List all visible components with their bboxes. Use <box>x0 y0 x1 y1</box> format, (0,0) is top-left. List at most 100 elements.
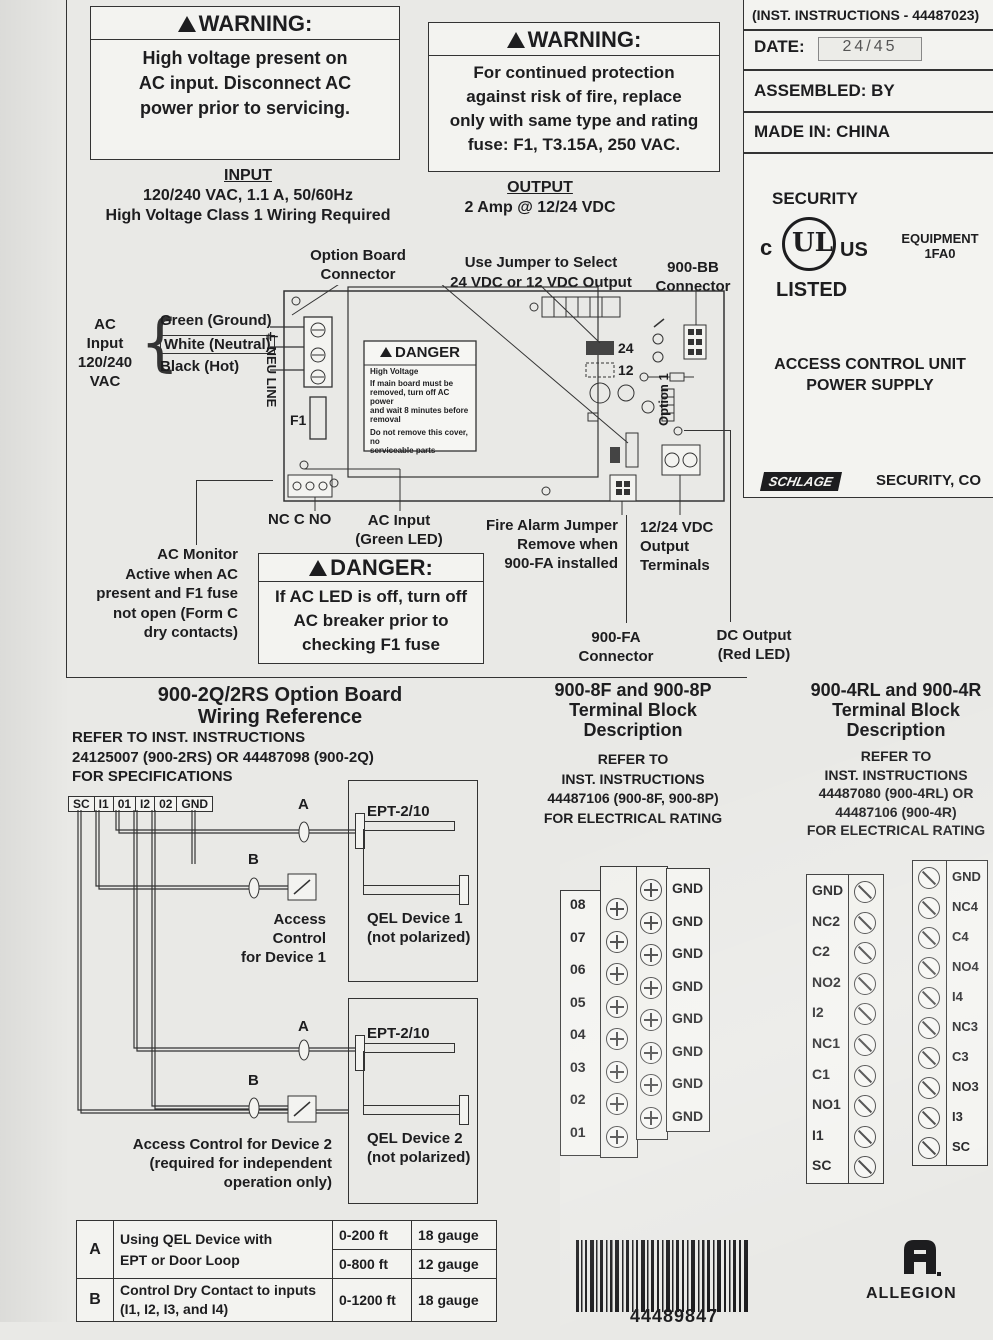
block-4rl-right-label: NC4 <box>952 899 979 914</box>
board-panel-frame <box>66 0 747 678</box>
terminal-screw-icon <box>606 898 628 920</box>
voltage-24-label: 24 <box>618 340 634 356</box>
option-board-wiring-diagram <box>77 810 358 1123</box>
terminal-screw-icon <box>918 987 940 1009</box>
qel-device2-label: QEL Device 2 (not polarized) <box>367 1130 471 1166</box>
block-4rl-right-label: NO3 <box>952 1079 979 1094</box>
block-8f-right-label: GND <box>672 880 704 896</box>
block-8f-left-label: 02 <box>570 1091 586 1107</box>
block-8f-left-label: 04 <box>570 1026 586 1042</box>
ac-input-label: AC Input 120/240 VAC <box>77 316 133 390</box>
terminal-screw-icon <box>918 957 940 979</box>
warning-text: For continued protection against risk of… <box>449 63 699 154</box>
terminal-screw-icon <box>918 1017 940 1039</box>
danger-title: DANGER: <box>259 554 483 582</box>
terminal-screw-icon <box>606 963 628 985</box>
block-8f-right-label: GND <box>672 1075 704 1091</box>
warning-box-fuse: WARNING: For continued protection agains… <box>428 22 720 172</box>
terminal-screw-icon <box>606 1028 628 1050</box>
row-gauge: 18 gauge <box>411 1278 497 1322</box>
row-description: Control Dry Contact to inputs (I1, I2, I… <box>113 1278 333 1322</box>
row-key: B <box>76 1278 114 1322</box>
terminal-screw-icon <box>854 1064 876 1087</box>
danger-box-ac-led: DANGER: If AC LED is off, turn off AC br… <box>258 553 484 664</box>
terminal-screw-icon <box>640 976 662 999</box>
block-4rl-left-label: C1 <box>812 1065 830 1082</box>
block-8f-title: 900-8F and 900-8P Terminal Block Descrip… <box>554 680 712 740</box>
danger-text: If AC LED is off, turn off AC breaker pr… <box>274 587 467 654</box>
block-8f-left-label: 08 <box>570 896 586 912</box>
terminal-screw-icon <box>640 1041 662 1064</box>
terminal-screw-icon <box>918 927 940 949</box>
terminal-screw-icon <box>854 942 876 965</box>
block-4rl-left-label: NO2 <box>812 973 841 990</box>
block-4rl-right-label: I3 <box>952 1109 963 1124</box>
warning-text: High voltage present on AC input. Discon… <box>138 48 352 118</box>
nc-c-no-label: NC C NO <box>268 511 332 528</box>
terminal-screw-icon <box>918 897 940 919</box>
terminal-01: 01 <box>114 797 137 811</box>
block-8f-right-label: GND <box>672 912 704 929</box>
terminal-screw-icon <box>606 995 628 1018</box>
warning-triangle-icon <box>379 347 392 357</box>
block-8f-right-label: GND <box>672 945 704 961</box>
terminal-screw-icon <box>854 881 876 903</box>
block-4rl-left-label: SC <box>812 1157 832 1174</box>
block-4rl-right-label: C3 <box>952 1049 969 1064</box>
power-supply-board-diagram <box>270 285 725 515</box>
terminal-screw-icon <box>918 1047 940 1069</box>
terminal-i1: I1 <box>95 797 114 811</box>
block-8f-left-label: 01 <box>570 1123 586 1140</box>
block-8f-left-label: 05 <box>570 993 586 1010</box>
wire-white-label: White (Neutral) <box>160 335 275 354</box>
row-distance: 0-200 ft <box>332 1220 412 1250</box>
warning-triangle-icon <box>309 560 328 576</box>
terminal-screw-icon <box>854 1156 876 1179</box>
terminal-02: 02 <box>155 797 178 811</box>
wire-black-label: Black (Hot) <box>160 358 240 375</box>
block-4rl-left-label: GND <box>812 882 844 898</box>
terminal-screw-icon <box>854 1003 876 1026</box>
date-value: 24/45 <box>818 37 922 61</box>
terminal-screw-icon <box>918 867 940 889</box>
block-8f-right-label: GND <box>672 1107 704 1124</box>
block-4rl-right-label: GND <box>952 869 981 884</box>
terminal-screw-icon <box>918 1137 940 1159</box>
brace-icon: { <box>140 306 180 379</box>
row-distance: 0-1200 ft <box>332 1278 412 1322</box>
barcode <box>576 1240 752 1314</box>
terminal-screw-icon <box>854 1034 876 1056</box>
terminal-screw-icon <box>606 930 628 953</box>
wire-a2-label: A <box>298 1018 309 1035</box>
terminal-screw-icon <box>854 972 876 995</box>
block-4rl-title: 900-4RL and 900-4R Terminal Block Descri… <box>810 680 982 740</box>
block-8f-left-label: 07 <box>570 928 586 945</box>
qel-device1-label: QEL Device 1 (not polarized) <box>367 910 471 946</box>
table-row: A Using QEL Device with EPT or Door Loop… <box>76 1220 497 1279</box>
wire-green-label: Green (Ground) <box>160 312 272 329</box>
block-8f-right-labels <box>666 868 710 1132</box>
wire-gauge-table: A Using QEL Device with EPT or Door Loop… <box>76 1220 497 1322</box>
qel-device1-box: EPT-2/10 QEL Device 1 (not polarized) <box>348 780 478 982</box>
block-8f-left-label: 03 <box>570 1058 586 1075</box>
terminal-screw-icon <box>640 911 662 934</box>
brand-security-co: SECURITY, CO <box>876 472 982 489</box>
block-8f-right-screws <box>636 866 668 1140</box>
option-board-title: 900-2Q/2RS Option Board Wiring Reference <box>157 684 403 728</box>
listed-label: LISTED <box>776 279 848 301</box>
wire-b1-label: B <box>248 851 259 868</box>
unit-description: ACCESS CONTROL UNIT POWER SUPPLY <box>774 356 966 394</box>
output-terminals-label: 12/24 VDC Output Terminals <box>640 519 714 574</box>
danger-sticker: DANGER High Voltage If main board must b… <box>366 344 474 455</box>
block-4rl-right-labels <box>946 860 988 1166</box>
warning-title: WARNING: <box>429 23 719 56</box>
terminal-screw-icon <box>606 1093 628 1115</box>
option-board-terminal-strip: SC I1 01 I2 02 GND <box>68 796 214 812</box>
barcode-number: 44489847 <box>630 1306 719 1326</box>
block-8f-refer: REFER TO INST. INSTRUCTIONS 44487106 (90… <box>543 751 723 826</box>
security-label: SECURITY <box>772 189 858 208</box>
terminal-screw-icon <box>640 879 662 901</box>
warning-triangle-icon <box>506 32 525 48</box>
row-gauge: 12 gauge <box>411 1249 497 1279</box>
block-4rl-refer: REFER TO INST. INSTRUCTIONS 44487080 (90… <box>806 748 986 838</box>
